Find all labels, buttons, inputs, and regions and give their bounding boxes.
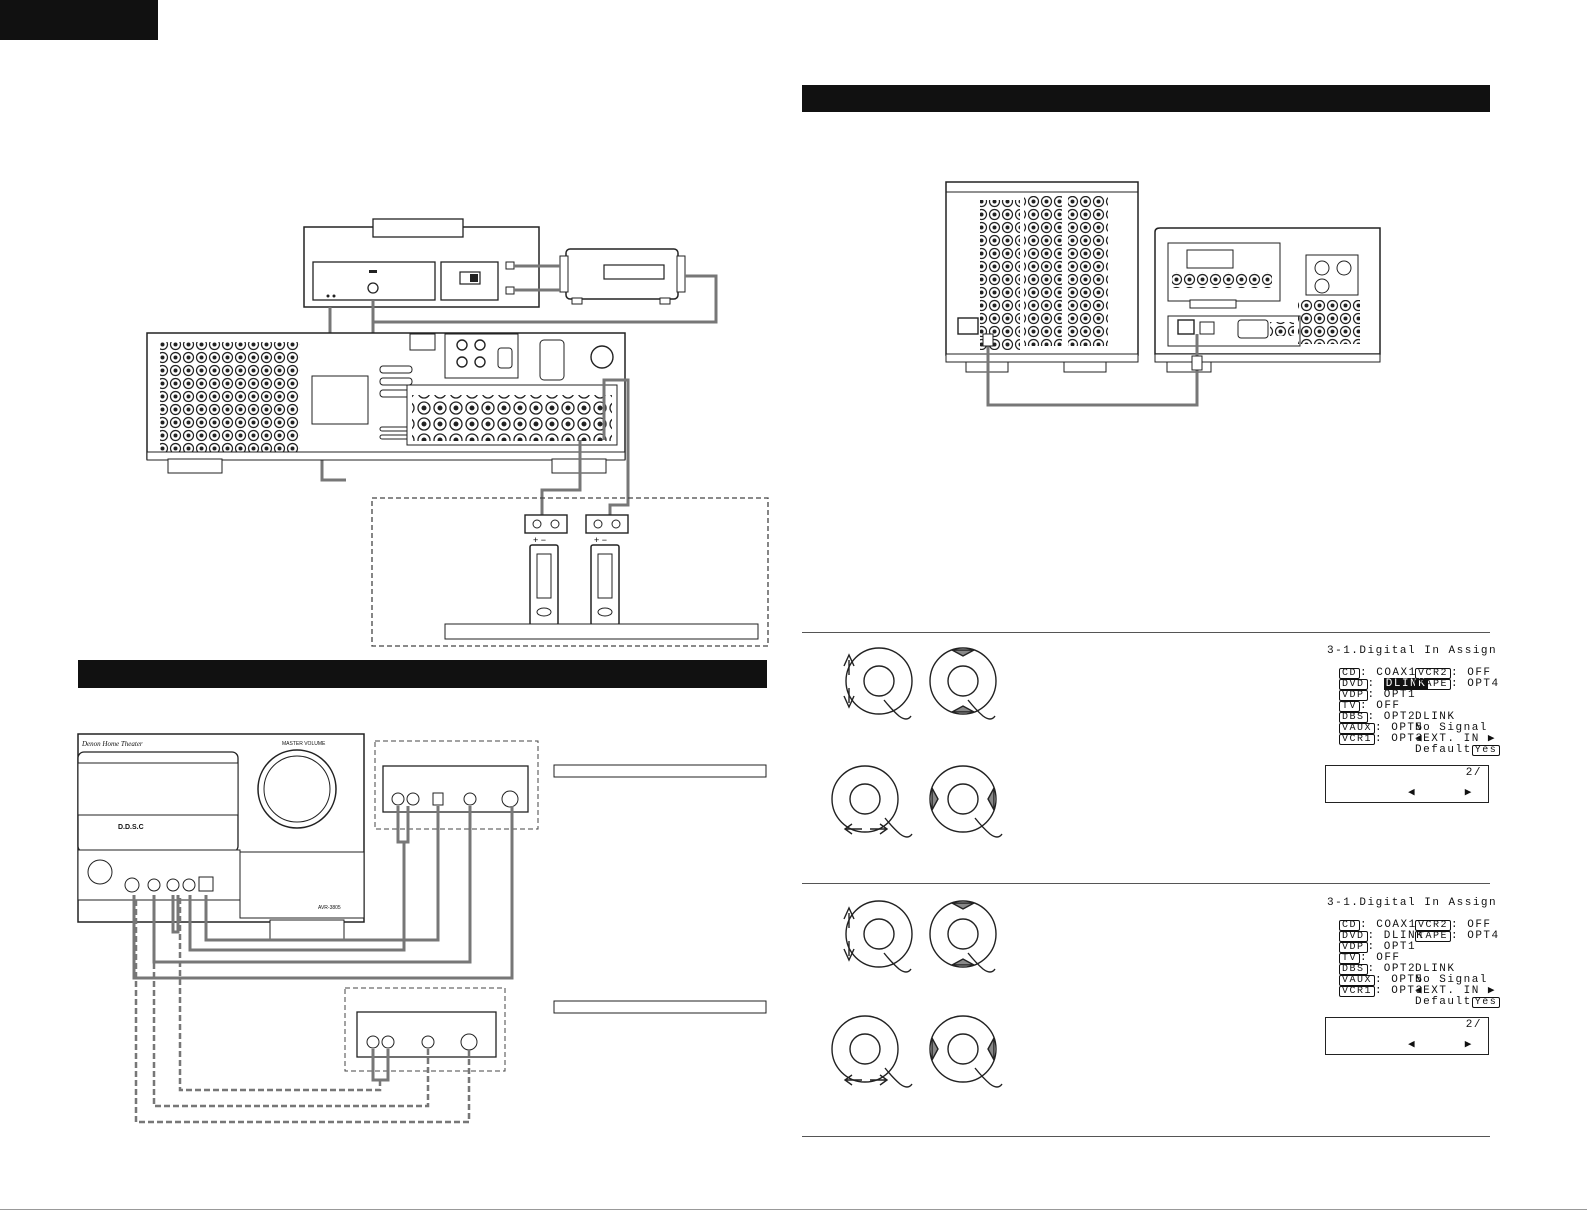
osd-value: No Signal	[1415, 722, 1488, 734]
osd-value: OPT4	[1467, 678, 1500, 690]
osd-value: DLINK	[1415, 711, 1456, 723]
osd-arrows: ◀ ▶	[1408, 787, 1473, 799]
section-header-bar-left	[78, 660, 767, 688]
osd-tag: VAUX	[1339, 723, 1376, 734]
osd-value: OPT1	[1383, 941, 1417, 953]
osd-page-indicator: 2/	[1465, 1019, 1482, 1031]
osd-value: COAX1	[1376, 919, 1417, 931]
remote-dial-illustrations	[831, 647, 1003, 1088]
front-panel-logo: Denon Home Theater	[82, 740, 143, 748]
zone-amp-diagram: + − + −	[146, 218, 769, 647]
osd-arrows: ◀ ▶	[1408, 1039, 1473, 1051]
osd-panel-2: 3-1.Digital In Assign CD: COAX1 VCR2: OF…	[1325, 896, 1501, 1008]
osd-tag: DVD	[1339, 679, 1368, 690]
osd-default-value: Yes	[1471, 745, 1501, 756]
model-label: AVR-3805	[318, 905, 341, 911]
master-volume-label: MASTER VOLUME	[282, 741, 326, 747]
page-corner-tab	[0, 0, 158, 40]
osd-value: ◀EXT. IN ▶	[1415, 985, 1497, 997]
osd-tag: VCR1	[1339, 734, 1376, 745]
osd-value: OPT3	[1391, 733, 1424, 745]
divider-2	[802, 883, 1490, 884]
osd-value: OPT3	[1391, 985, 1424, 997]
osd-value: OFF	[1467, 919, 1492, 931]
osd-tag: TAPE	[1415, 931, 1452, 942]
osd-value: DLINK	[1383, 930, 1425, 942]
osd-value: DLINK	[1415, 963, 1456, 975]
osd-value: COAX1	[1376, 667, 1417, 679]
footer-rule	[0, 1209, 1587, 1210]
osd-tag: VAUX	[1339, 975, 1376, 986]
osd-page-indicator: 2/	[1465, 767, 1482, 779]
osd-value: OPT4	[1467, 930, 1500, 942]
osd-title: 3-1.Digital In Assign	[1327, 897, 1498, 909]
divider-1	[802, 632, 1490, 633]
osd-tag: CD	[1339, 920, 1361, 931]
osd-tag: TV	[1339, 953, 1361, 964]
svg-text:+ −: + −	[594, 535, 607, 545]
osd-value: OFF	[1376, 700, 1401, 712]
denon-link-diagram	[945, 181, 1381, 407]
osd-value: ◀EXT. IN ▶	[1415, 733, 1497, 745]
osd-default-label: Default	[1415, 744, 1472, 756]
osd-value: OFF	[1467, 667, 1492, 679]
osd-default-value: Yes	[1471, 997, 1501, 1008]
osd-value: OPT5	[1391, 974, 1424, 986]
divider-3	[802, 1136, 1490, 1137]
osd-subpanel-1: 2/ ◀ ▶	[1325, 765, 1489, 803]
osd-subpanel-2: 2/ ◀ ▶	[1325, 1017, 1489, 1055]
osd-panel-1: 3-1.Digital In Assign CD: COAX1 VCR2: OF…	[1325, 644, 1501, 756]
osd-tag: TV	[1339, 701, 1361, 712]
osd-value: OFF	[1376, 952, 1401, 964]
osd-default-label: Default	[1415, 996, 1472, 1008]
osd-tag: CD	[1339, 668, 1361, 679]
osd-tag: DBS	[1339, 964, 1368, 975]
osd-tag: VCR1	[1339, 986, 1376, 997]
osd-value: OPT5	[1391, 722, 1424, 734]
osd-value-selected: DLINK	[1383, 678, 1429, 690]
section-header-bar-right	[802, 85, 1490, 112]
osd-value: OPT2	[1383, 963, 1417, 975]
dsp-badge: D.D.S.C	[118, 824, 144, 831]
front-panel-diagram	[77, 733, 767, 1124]
osd-value: OPT1	[1383, 689, 1417, 701]
svg-text:+ −: + −	[533, 535, 546, 545]
osd-title: 3-1.Digital In Assign	[1327, 645, 1498, 657]
osd-tag: DVD	[1339, 931, 1368, 942]
osd-value: OPT2	[1383, 711, 1417, 723]
osd-tag: DBS	[1339, 712, 1368, 723]
osd-tag: TAPE	[1415, 679, 1452, 690]
osd-value: No Signal	[1415, 974, 1488, 986]
